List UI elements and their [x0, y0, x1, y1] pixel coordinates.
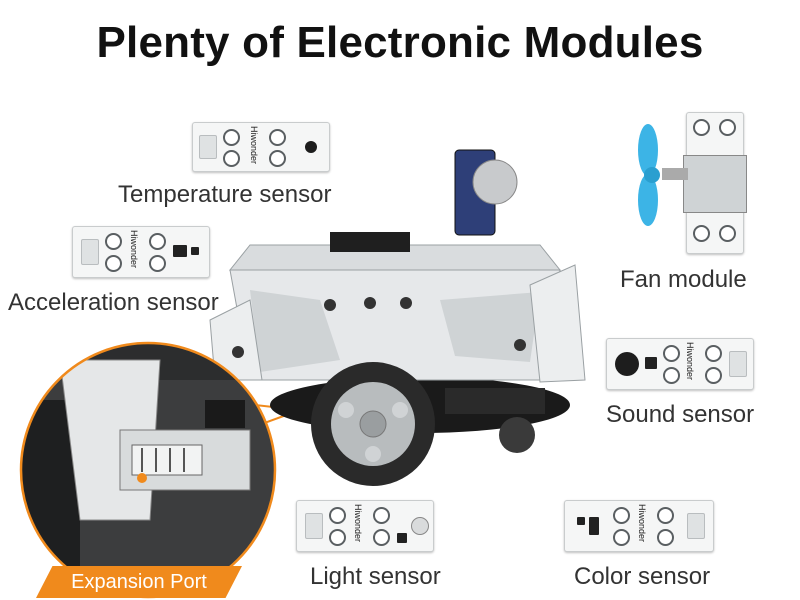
mount-hole	[223, 150, 240, 167]
brand-text: Hiwonder	[637, 504, 647, 543]
right-wing	[529, 264, 586, 383]
brand-text: Hiwonder	[685, 342, 695, 381]
fan-motor	[683, 155, 747, 213]
shell-hole	[364, 297, 376, 309]
shell-facet	[440, 292, 540, 362]
expansion-port-tag: Expansion Port	[36, 566, 242, 598]
expansion-port-zoom	[19, 341, 277, 599]
chip	[589, 517, 599, 535]
dot-matrix	[330, 232, 410, 252]
mount-hole	[693, 225, 710, 242]
shell-hole	[324, 299, 336, 311]
light-sensor-element	[411, 517, 429, 535]
ultrasonic-sensor	[472, 159, 518, 205]
fan-module-label: Fan module	[620, 266, 747, 293]
mount-hole	[149, 255, 166, 272]
rear-block	[445, 388, 545, 414]
mount-hole	[657, 529, 674, 546]
module-connector	[729, 351, 747, 377]
mount-hole	[613, 507, 630, 524]
mount-hole	[719, 119, 736, 136]
mount-hole	[105, 255, 122, 272]
robot-car	[209, 149, 586, 486]
mount-hole	[373, 507, 390, 524]
mount-hole	[663, 345, 680, 362]
light-sensor-label: Light sensor	[310, 563, 441, 590]
mount-hole	[105, 233, 122, 250]
shell-hole	[400, 297, 412, 309]
chip	[645, 357, 657, 369]
wing-hole	[514, 339, 526, 351]
color-sensor-module: Hiwonder	[564, 500, 714, 552]
chip	[173, 245, 187, 257]
sound-sensor-module: Hiwonder	[606, 338, 754, 390]
hub-hole	[392, 402, 408, 418]
caster-wheel	[499, 417, 535, 453]
acceleration-sensor-label: Acceleration sensor	[8, 289, 219, 316]
light-sensor-module: Hiwonder	[296, 500, 434, 552]
module-connector	[687, 513, 705, 539]
sound-sensor-label: Sound sensor	[606, 401, 755, 428]
mount-hole	[329, 507, 346, 524]
module-connector	[305, 513, 323, 539]
wheel-axle	[359, 410, 387, 438]
chip	[397, 533, 407, 543]
page-title: Plenty of Electronic Modules	[96, 18, 704, 67]
brand-text: Hiwonder	[129, 230, 139, 269]
brand-text: Hiwonder	[249, 126, 259, 165]
module-connector	[199, 135, 217, 159]
chip	[577, 517, 585, 525]
acceleration-sensor-module: Hiwonder	[72, 226, 210, 278]
shell-facet	[250, 290, 340, 372]
fan-module	[683, 112, 747, 254]
mount-hole	[657, 507, 674, 524]
hub-hole	[338, 402, 354, 418]
mount-hole	[693, 119, 710, 136]
mount-hole	[329, 529, 346, 546]
mount-hole	[719, 225, 736, 242]
color-sensor-label: Color sensor	[574, 563, 711, 590]
temperature-sensor-module: Hiwonder	[192, 122, 330, 172]
sensor-element	[305, 141, 317, 153]
hub-hole	[365, 446, 381, 462]
mount-hole	[269, 129, 286, 146]
mount-hole	[373, 529, 390, 546]
mount-hole	[223, 129, 240, 146]
wing-hole	[232, 346, 244, 358]
brand-text: Hiwonder	[353, 504, 363, 543]
module-connector	[81, 239, 99, 265]
mount-hole	[705, 345, 722, 362]
mount-hole	[149, 233, 166, 250]
chip	[191, 247, 199, 255]
mount-hole	[269, 150, 286, 167]
mount-hole	[705, 367, 722, 384]
temperature-sensor-label: Temperature sensor	[118, 181, 332, 208]
microphone	[615, 352, 639, 376]
mount-hole	[663, 367, 680, 384]
mount-hole	[613, 529, 630, 546]
